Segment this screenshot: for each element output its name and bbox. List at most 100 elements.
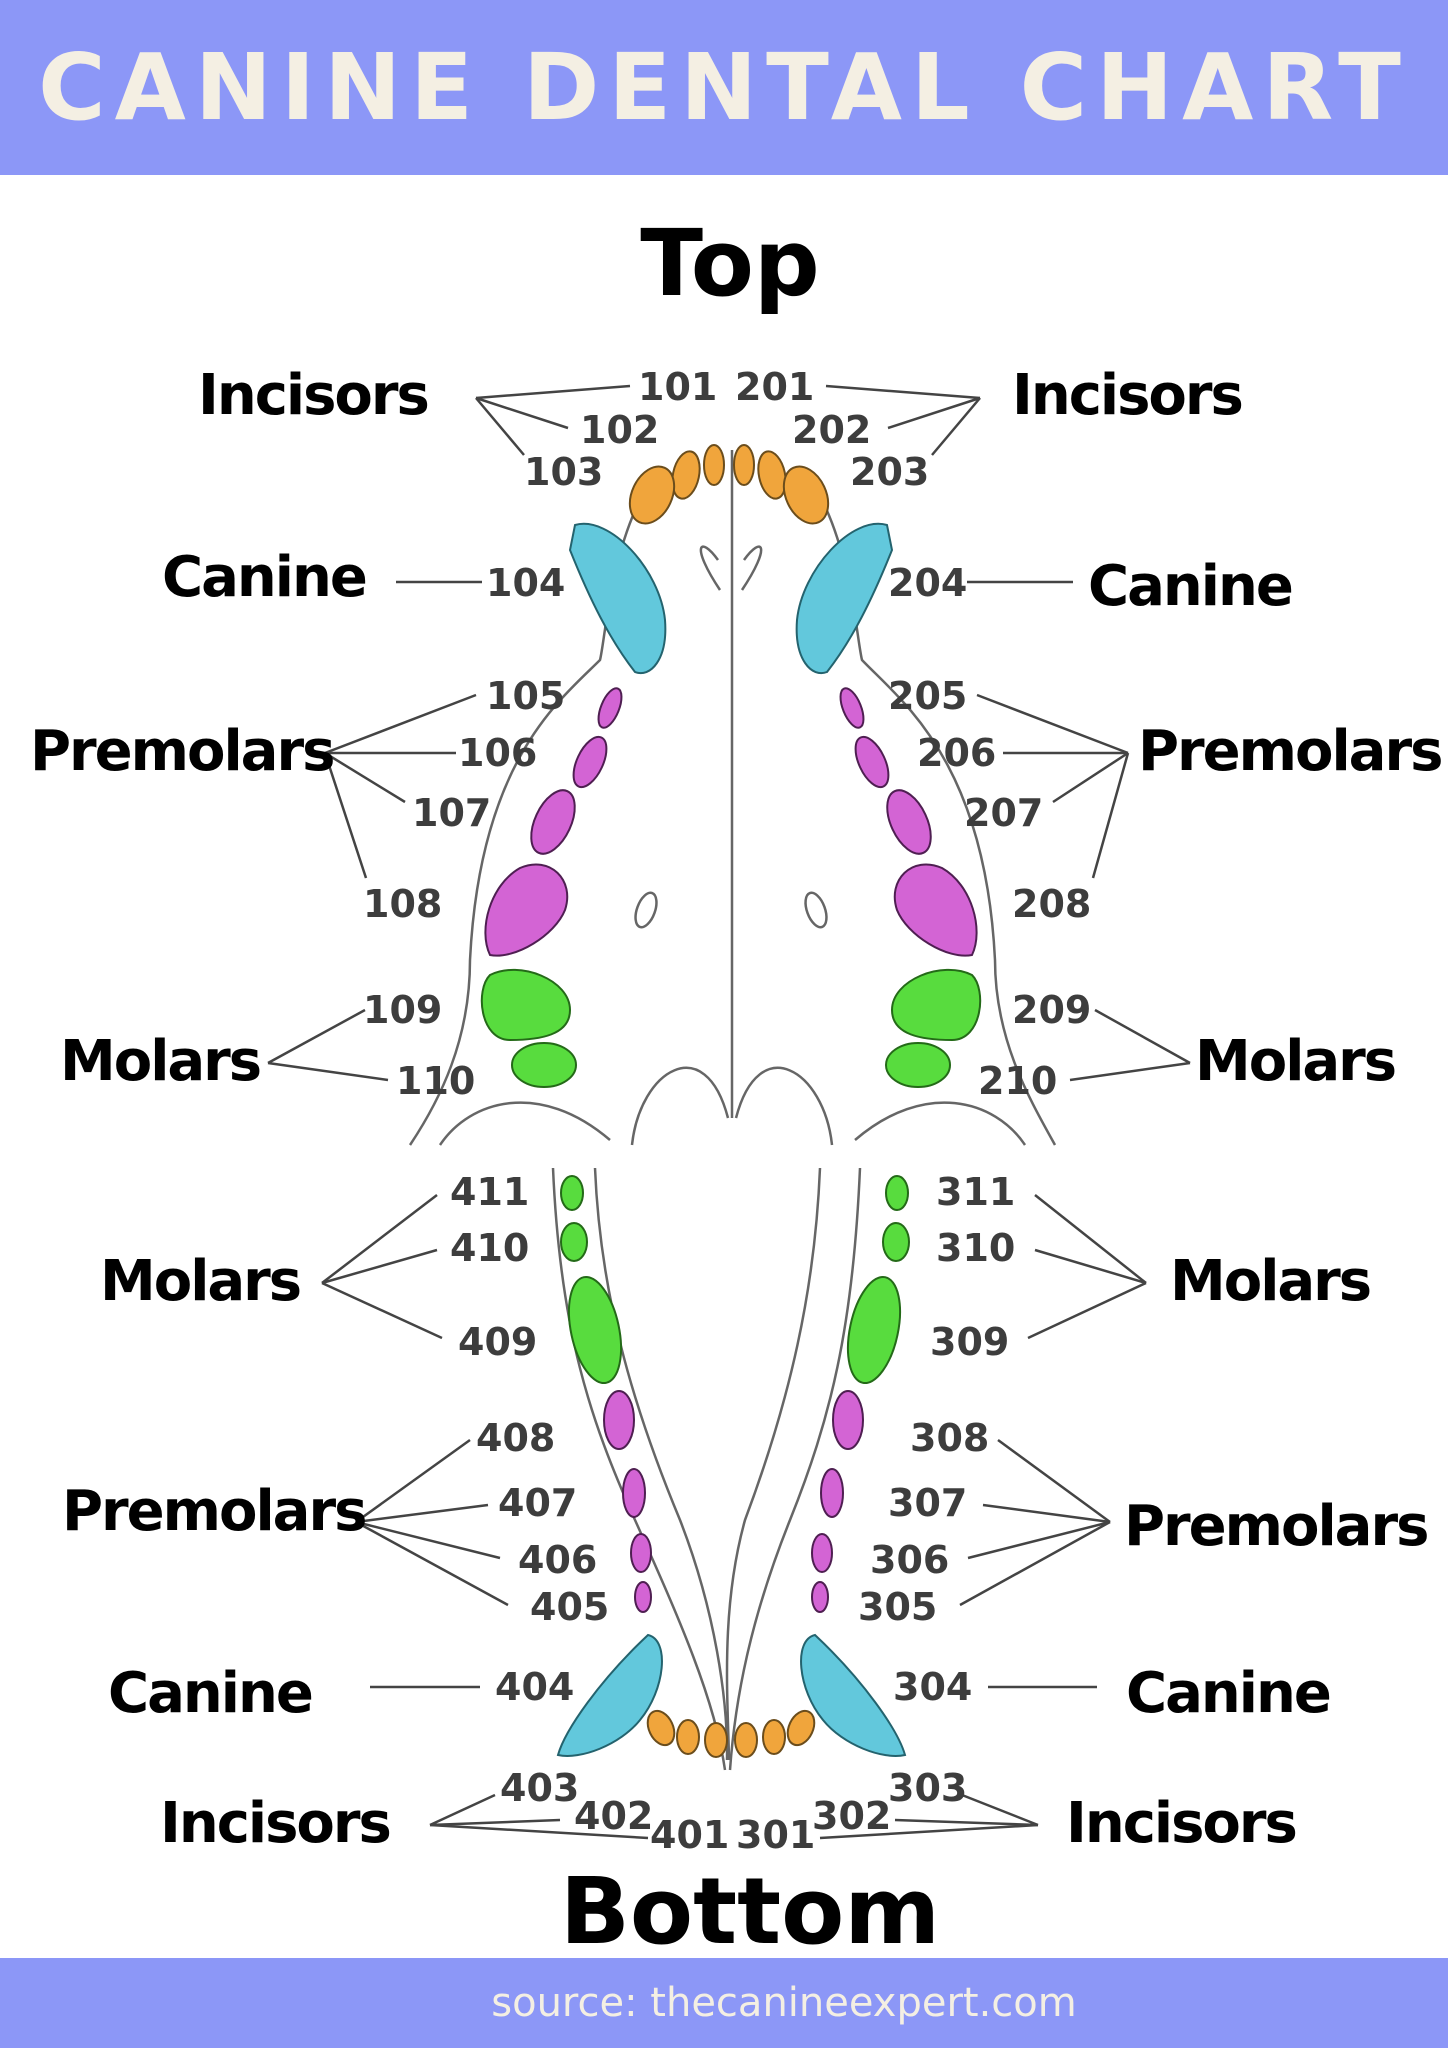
- tooth-number-401: 401: [650, 1813, 729, 1857]
- tooth-207: [886, 789, 932, 855]
- tooth-number-307: 307: [888, 1481, 967, 1525]
- tooth-number-411: 411: [450, 1170, 529, 1214]
- tooth-203: [782, 465, 830, 525]
- tooth-209: [890, 969, 982, 1042]
- tooth-number-106: 106: [458, 731, 537, 775]
- tooth-number-310: 310: [936, 1226, 1015, 1270]
- lower-molars: [560, 1175, 910, 1385]
- tooth-305: [811, 1581, 829, 1613]
- tooth-number-410: 410: [450, 1226, 529, 1270]
- label-lower-right-incisors: Incisors: [1066, 1791, 1296, 1856]
- tooth-311: [885, 1175, 909, 1211]
- tooth-number-406: 406: [518, 1538, 597, 1582]
- tooth-108: [484, 863, 569, 957]
- tooth-306: [811, 1533, 833, 1573]
- bottom-jaw-heading: Bottom: [559, 1858, 941, 1965]
- tooth-409: [567, 1275, 623, 1385]
- tooth-408: [603, 1390, 635, 1450]
- tooth-number-204: 204: [888, 561, 967, 605]
- tooth-number-302: 302: [812, 1794, 891, 1838]
- tooth-301: [734, 1722, 758, 1758]
- tooth-307: [820, 1468, 844, 1518]
- tooth-210: [885, 1042, 951, 1088]
- label-lower-left-incisors: Incisors: [160, 1791, 390, 1856]
- tooth-number-311: 311: [936, 1170, 1015, 1214]
- tooth-number-404: 404: [495, 1665, 574, 1709]
- tooth-number-103: 103: [524, 450, 603, 494]
- dental-diagram: 101 102 103 104 105 106 107 108 109 110 …: [30, 363, 1443, 1857]
- label-upper-left-molars: Molars: [60, 1029, 260, 1094]
- tooth-number-206: 206: [917, 731, 996, 775]
- label-lower-right-premolars: Premolars: [1124, 1494, 1427, 1559]
- tooth-411: [560, 1175, 584, 1211]
- lower-premolars: [603, 1390, 864, 1613]
- tooth-402: [676, 1719, 700, 1755]
- label-lower-right-molars: Molars: [1170, 1249, 1370, 1314]
- tooth-number-305: 305: [858, 1585, 937, 1629]
- tooth-102: [671, 450, 701, 500]
- tooth-number-308: 308: [910, 1416, 989, 1460]
- tooth-407: [622, 1468, 646, 1518]
- tooth-406: [630, 1533, 652, 1573]
- tooth-number-408: 408: [476, 1416, 555, 1460]
- tooth-number-105: 105: [486, 674, 565, 718]
- tooth-number-209: 209: [1012, 988, 1091, 1032]
- lower-incisors: [646, 1709, 816, 1758]
- tooth-number-202: 202: [792, 408, 871, 452]
- label-lower-left-canine: Canine: [108, 1661, 312, 1726]
- tooth-107: [530, 789, 576, 855]
- upper-incisors: [628, 444, 830, 525]
- label-lower-left-molars: Molars: [100, 1249, 300, 1314]
- tooth-101: [703, 444, 725, 486]
- tooth-304: [800, 1633, 907, 1757]
- tooth-number-108: 108: [363, 882, 442, 926]
- label-upper-right-molars: Molars: [1195, 1029, 1395, 1094]
- tooth-number-208: 208: [1012, 882, 1091, 926]
- tooth-110: [511, 1042, 577, 1088]
- label-upper-right-incisors: Incisors: [1012, 363, 1242, 428]
- tooth-310: [882, 1222, 910, 1262]
- tooth-number-405: 405: [530, 1585, 609, 1629]
- tooth-number-403: 403: [500, 1766, 579, 1810]
- label-lower-left-premolars: Premolars: [62, 1479, 365, 1544]
- tooth-201: [733, 444, 755, 486]
- tooth-number-409: 409: [458, 1320, 537, 1364]
- tooth-103: [628, 465, 676, 525]
- tooth-number-306: 306: [870, 1538, 949, 1582]
- tooth-204: [795, 522, 894, 675]
- tooth-number-110: 110: [396, 1059, 475, 1103]
- tooth-202: [757, 450, 787, 500]
- upper-molars: [480, 969, 982, 1088]
- tooth-number-402: 402: [574, 1794, 653, 1838]
- tooth-number-207: 207: [964, 791, 1043, 835]
- tooth-208: [893, 863, 978, 957]
- tooth-303: [786, 1709, 816, 1747]
- tooth-308: [832, 1390, 864, 1450]
- tooth-404: [556, 1633, 663, 1757]
- tooth-number-107: 107: [412, 791, 491, 835]
- upper-premolars: [484, 687, 978, 957]
- leader-lines: [267, 384, 1191, 1840]
- chart-title: CANINE DENTAL CHART: [38, 34, 1410, 141]
- source-banner: source: thecanineexpert.com: [0, 1958, 1448, 2048]
- label-upper-right-canine: Canine: [1088, 554, 1292, 619]
- tooth-105: [597, 687, 623, 729]
- tooth-number-201: 201: [735, 365, 814, 409]
- label-upper-left-canine: Canine: [162, 545, 366, 610]
- upper-canines: [568, 522, 894, 675]
- tooth-410: [560, 1222, 588, 1262]
- label-upper-left-premolars: Premolars: [30, 719, 333, 784]
- tooth-number-309: 309: [930, 1320, 1009, 1364]
- tooth-number-205: 205: [888, 674, 967, 718]
- title-banner: CANINE DENTAL CHART: [0, 0, 1448, 175]
- tooth-106: [572, 735, 608, 789]
- group-labels: Incisors Canine Premolars Molars Incisor…: [30, 363, 1443, 1856]
- tooth-number-304: 304: [893, 1665, 972, 1709]
- tooth-403: [646, 1709, 676, 1747]
- tooth-206: [854, 735, 890, 789]
- tooth-109: [480, 969, 572, 1042]
- tooth-number-203: 203: [850, 450, 929, 494]
- label-lower-right-canine: Canine: [1126, 1661, 1330, 1726]
- label-upper-right-premolars: Premolars: [1138, 719, 1441, 784]
- tooth-number-109: 109: [363, 988, 442, 1032]
